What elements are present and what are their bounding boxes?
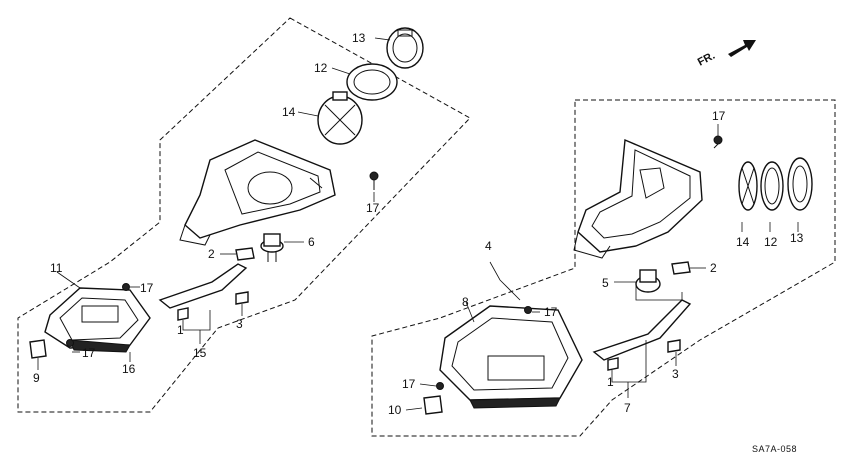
left-part-13-socket <box>386 27 424 69</box>
callout-3-left: 3 <box>236 317 243 331</box>
front-arrow-icon <box>728 40 756 57</box>
callout-2-left: 2 <box>208 247 215 261</box>
right-part-3-clip <box>667 339 681 353</box>
callout-17-left-b: 17 <box>140 281 154 295</box>
right-part-1-clip <box>607 357 619 371</box>
right-part-13-socket <box>787 157 813 211</box>
left-part-17-screw-bottom <box>66 339 74 347</box>
callout-5-right: 5 <box>602 276 609 290</box>
left-part-3-clip <box>235 291 249 305</box>
callout-14-right: 14 <box>736 235 750 249</box>
left-assembly-boundary <box>17 17 471 413</box>
right-part-14-lens <box>738 161 758 211</box>
left-part-12-gasket <box>346 63 398 101</box>
callout-1-left: 1 <box>177 323 184 337</box>
callout-10-right: 10 <box>388 403 402 417</box>
callout-12-left: 12 <box>314 61 328 75</box>
left-part-17-screw-top <box>122 283 130 291</box>
left-part-14-lens <box>317 91 363 145</box>
callout-17-left-c: 17 <box>82 346 96 360</box>
callout-11-left: 11 <box>50 261 63 275</box>
right-assembly-boundary <box>371 99 836 437</box>
callout-6-left: 6 <box>308 235 315 249</box>
right-assembly: 17 14 12 13 4 2 5 8 17 17 3 1 7 10 <box>371 99 836 437</box>
left-assembly: 13 12 14 17 2 6 11 17 17 3 1 15 9 16 <box>17 17 471 413</box>
left-part-6-socket <box>260 233 284 262</box>
callout-9-left: 9 <box>33 371 40 385</box>
left-part-15-bracket <box>158 263 248 309</box>
right-part-2-clip <box>671 261 691 275</box>
right-part-17-screw-mid <box>524 306 532 314</box>
left-housing <box>179 139 336 246</box>
callout-13-left: 13 <box>352 31 366 45</box>
callout-3-right: 3 <box>672 367 679 381</box>
callout-7-right: 7 <box>624 401 631 415</box>
callout-4-right: 4 <box>485 239 492 253</box>
callout-16-left: 16 <box>122 362 136 376</box>
right-part-5-socket <box>635 269 661 293</box>
callout-17-right-b: 17 <box>544 305 558 319</box>
left-part-9-cap <box>29 339 47 359</box>
right-part-17-screw-top <box>713 135 723 149</box>
right-part-17-screw-bottom <box>436 382 444 390</box>
callout-2-right: 2 <box>710 261 717 275</box>
right-housing <box>573 138 703 259</box>
callout-1-right: 1 <box>607 375 614 389</box>
right-part-12-gasket <box>760 161 784 211</box>
left-part-16-lamp-body <box>44 287 151 353</box>
callout-8-right: 8 <box>462 295 469 309</box>
callout-17-left-a: 17 <box>366 201 380 215</box>
front-direction-indicator: FR. <box>696 40 756 69</box>
left-part-2-clip <box>235 247 255 261</box>
left-part-17-screw <box>369 171 379 190</box>
fr-label: FR. <box>696 50 717 69</box>
callout-13-right: 13 <box>790 231 804 245</box>
left-part-1-clip <box>177 307 189 321</box>
right-part-8-lamp-body <box>439 305 583 409</box>
callout-12-right: 12 <box>764 235 778 249</box>
callout-14-left: 14 <box>282 105 296 119</box>
callout-15-left: 15 <box>193 346 207 360</box>
right-part-7-bracket <box>592 299 692 361</box>
callout-17-right-c: 17 <box>402 377 416 391</box>
right-part-10-cap <box>423 395 443 415</box>
drawing-code: SA7A-058 <box>752 444 797 454</box>
callout-17-right-a: 17 <box>712 109 726 123</box>
